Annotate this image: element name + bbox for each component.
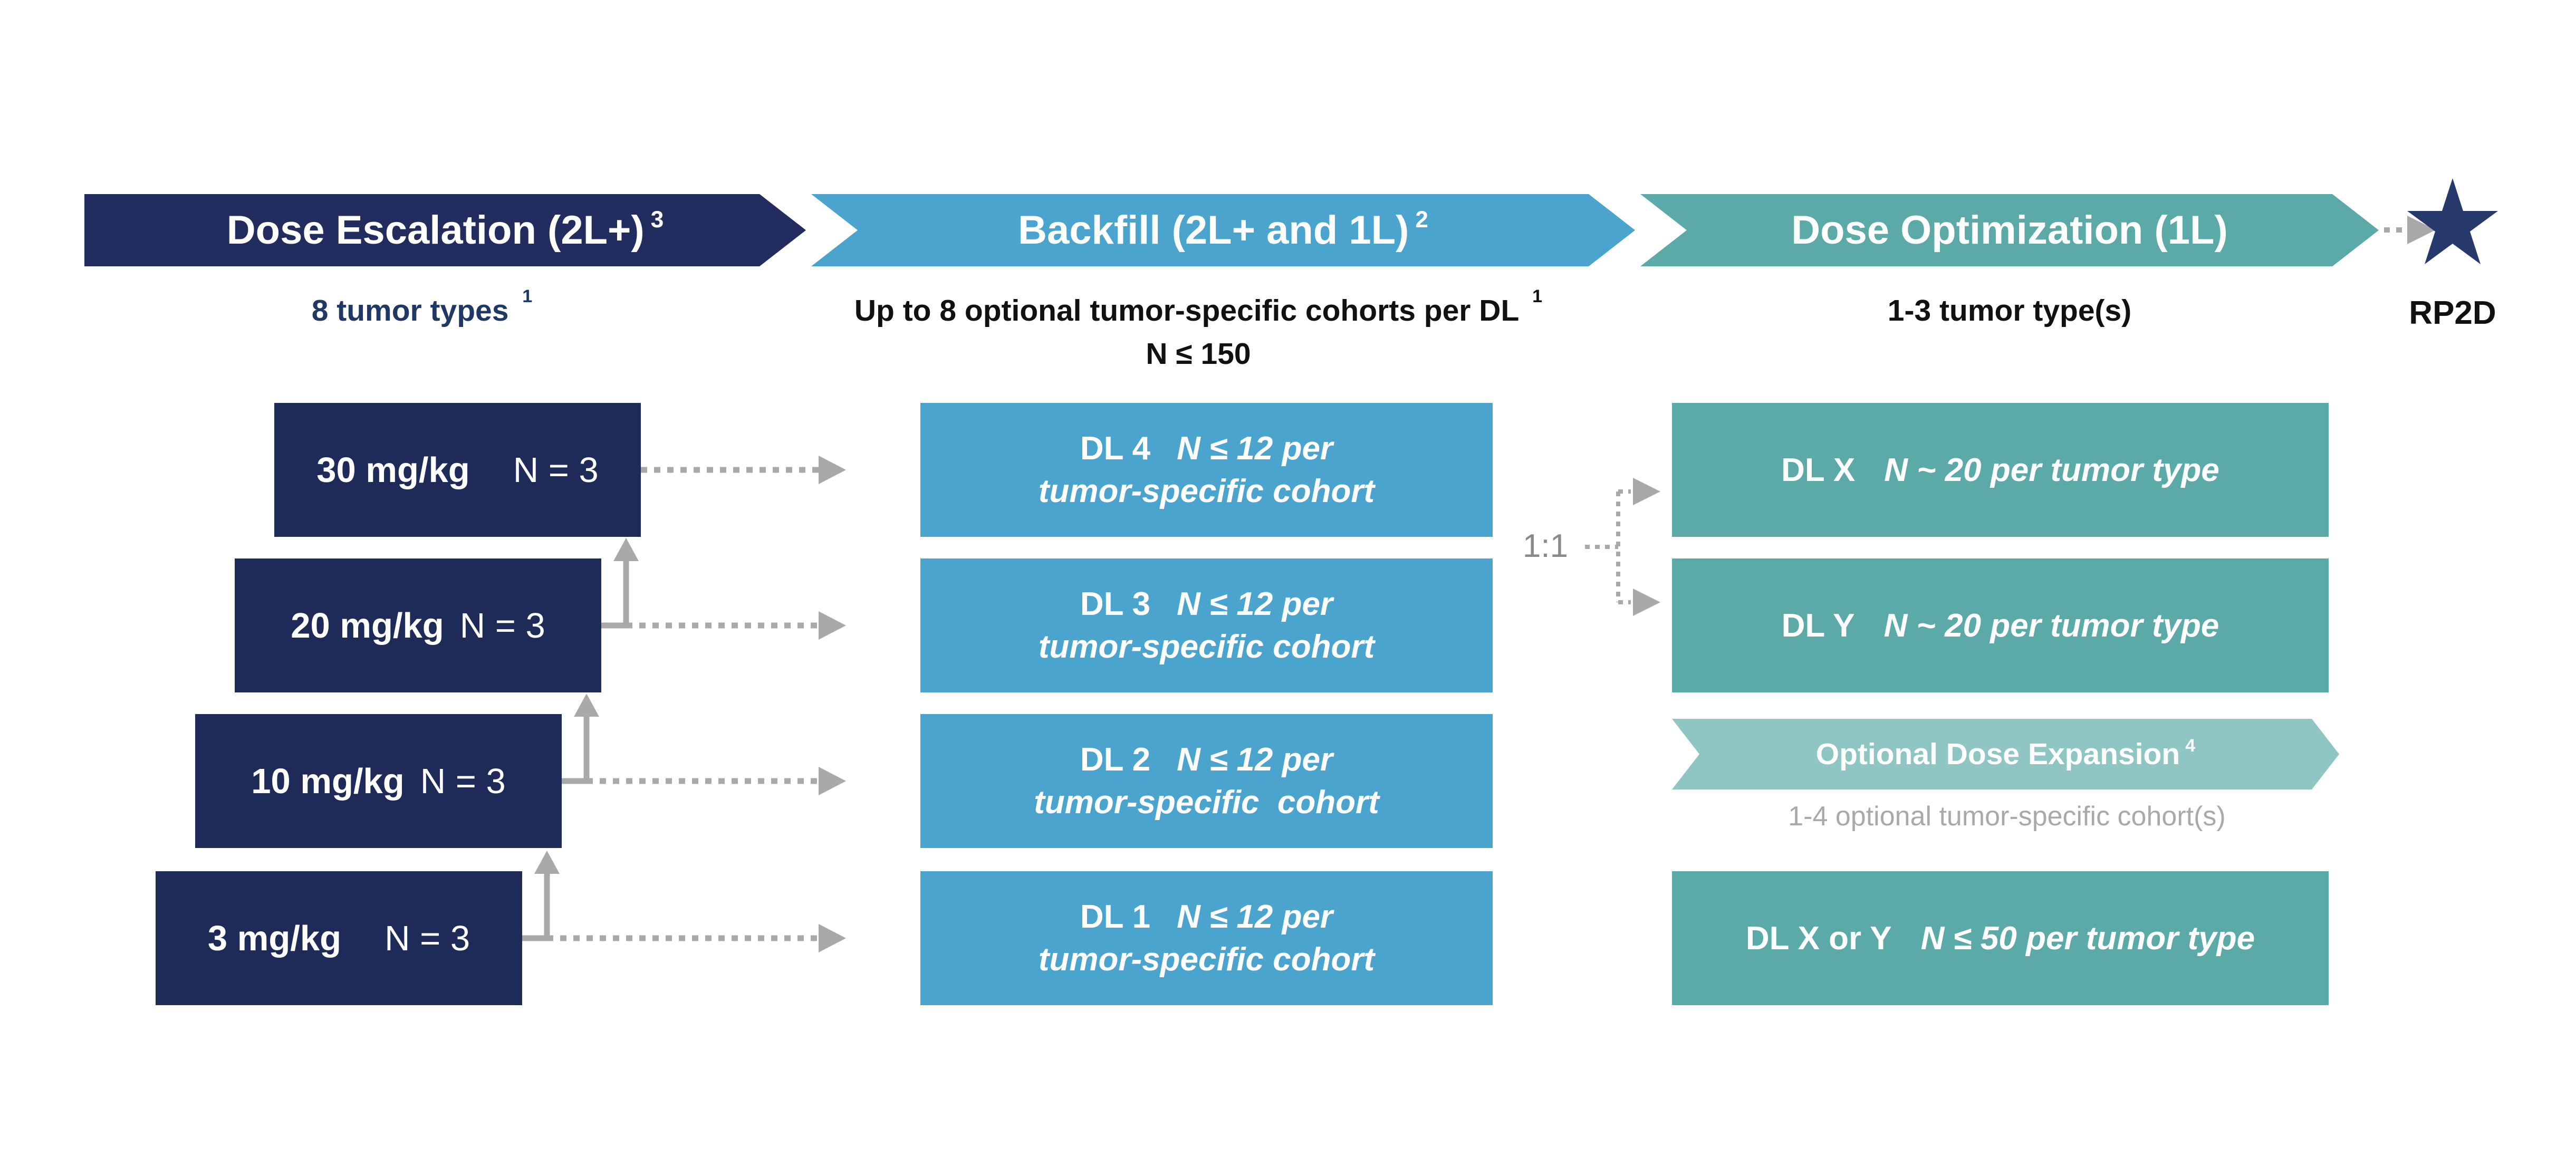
backfill-box-dl3: DL 3 N ≤ 12 per tumor-specific cohort bbox=[920, 558, 1493, 692]
expansion-caption: 1-4 optional tumor-specific cohort(s) bbox=[1788, 801, 2226, 832]
subtitle-backfill-n: N ≤ 150 bbox=[1146, 336, 1251, 371]
subtitle-text: N ≤ 150 bbox=[1146, 337, 1251, 371]
arrowhead-right-icon bbox=[1633, 589, 1660, 616]
phase-banner-dose-escalation: Dose Escalation (2L+) 3 bbox=[84, 194, 806, 266]
cohort-label: tumor-specific cohort bbox=[1038, 473, 1375, 509]
arrowhead-right-icon bbox=[1633, 478, 1660, 505]
dose-box-30mgkg: 30 mg/kg N = 3 bbox=[274, 403, 641, 537]
arrowhead-right-icon bbox=[819, 924, 846, 952]
backfill-box-dl2: DL 2 N ≤ 12 per tumor-specific cohort bbox=[920, 714, 1493, 848]
star-icon bbox=[2407, 178, 2498, 264]
cohort-label: tumor-specific cohort bbox=[1034, 784, 1379, 821]
phase-banner-label: Dose Escalation (2L+) bbox=[226, 208, 645, 253]
n-label: N ≤ 12 per bbox=[1177, 586, 1333, 622]
arrowhead-up-icon bbox=[534, 851, 560, 874]
phase-banner-dose-optimization: Dose Optimization (1L) bbox=[1640, 194, 2379, 266]
n-label: N = 3 bbox=[420, 761, 506, 801]
arrowhead-right-icon bbox=[2407, 216, 2436, 244]
arrowhead-right-icon bbox=[819, 611, 846, 640]
n-label: N = 3 bbox=[513, 450, 599, 490]
n-label: N ~ 20 per tumor type bbox=[1884, 451, 2219, 488]
phase-banner-label: Backfill (2L+ and 1L) bbox=[1018, 208, 1409, 253]
n-label: N ~ 20 per tumor type bbox=[1883, 607, 2219, 644]
arrowhead-right-icon bbox=[819, 767, 846, 795]
footnote-marker: 3 bbox=[650, 206, 664, 233]
footnote-marker: 1 bbox=[522, 286, 533, 306]
optimization-box-dlx-or-y: DL X or Y N ≤ 50 per tumor type bbox=[1672, 871, 2329, 1005]
dose-label: 20 mg/kg bbox=[291, 605, 444, 646]
subtitle-backfill: Up to 8 optional tumor-specific cohorts … bbox=[854, 286, 1542, 328]
dl-label: DL X bbox=[1781, 451, 1856, 488]
dose-box-10mgkg: 10 mg/kg N = 3 bbox=[195, 714, 562, 848]
subtitle-text: Up to 8 optional tumor-specific cohorts … bbox=[854, 294, 1519, 327]
rp2d-label: RP2D bbox=[2409, 295, 2496, 331]
escalation-elbow-3-to-10 bbox=[522, 873, 550, 941]
randomization-ratio-label: 1:1 bbox=[1522, 528, 1569, 564]
n-label: N ≤ 12 per bbox=[1177, 899, 1333, 935]
arrowhead-up-icon bbox=[613, 538, 639, 561]
cohort-label: tumor-specific cohort bbox=[1038, 629, 1375, 665]
backfill-box-dl4: DL 4 N ≤ 12 per tumor-specific cohort bbox=[920, 403, 1493, 537]
arrowhead-up-icon bbox=[574, 693, 599, 717]
n-label: N ≤ 12 per bbox=[1177, 741, 1333, 778]
dl-label: DL 3 bbox=[1080, 586, 1151, 622]
n-label: N ≤ 12 per bbox=[1177, 430, 1333, 467]
optional-dose-expansion-banner: Optional Dose Expansion 4 bbox=[1672, 719, 2339, 789]
subtitle-optimization: 1-3 tumor type(s) bbox=[1888, 293, 2131, 328]
subtitle-text: 1-3 tumor type(s) bbox=[1887, 294, 2132, 327]
footnote-marker: 4 bbox=[2185, 736, 2196, 756]
escalation-elbow-10-to-20 bbox=[562, 716, 590, 784]
dose-label: 3 mg/kg bbox=[207, 918, 342, 958]
footnote-marker: 1 bbox=[1532, 286, 1543, 306]
cohort-label: tumor-specific cohort bbox=[1038, 941, 1375, 978]
backfill-box-dl1: DL 1 N ≤ 12 per tumor-specific cohort bbox=[920, 871, 1493, 1005]
dose-label: 30 mg/kg bbox=[316, 450, 470, 490]
arrowhead-right-icon bbox=[819, 456, 846, 484]
dl-label: DL Y bbox=[1781, 607, 1855, 644]
escalation-elbow-20-to-30 bbox=[601, 560, 629, 629]
dl-label: DL 1 bbox=[1080, 899, 1151, 935]
optimization-box-dlx: DL X N ~ 20 per tumor type bbox=[1672, 403, 2329, 537]
optimization-box-dly: DL Y N ~ 20 per tumor type bbox=[1672, 558, 2329, 692]
n-label: N = 3 bbox=[459, 605, 545, 646]
dose-box-3mgkg: 3 mg/kg N = 3 bbox=[156, 871, 522, 1005]
expansion-label: Optional Dose Expansion bbox=[1815, 737, 2180, 771]
dose-label: 10 mg/kg bbox=[251, 761, 405, 801]
dose-box-20mgkg: 20 mg/kg N = 3 bbox=[235, 558, 601, 692]
footnote-marker: 2 bbox=[1415, 206, 1428, 233]
phase-banner-label: Dose Optimization (1L) bbox=[1791, 208, 2228, 253]
subtitle-escalation: 8 tumor types 1 bbox=[311, 286, 533, 328]
dl-label: DL X or Y bbox=[1745, 920, 1892, 957]
subtitle-text: 8 tumor types bbox=[311, 294, 509, 327]
dl-label: DL 2 bbox=[1080, 741, 1151, 778]
phase-banner-backfill: Backfill (2L+ and 1L) 2 bbox=[811, 194, 1635, 266]
n-label: N ≤ 50 per tumor type bbox=[1920, 920, 2255, 957]
dl-label: DL 4 bbox=[1080, 430, 1151, 467]
n-label: N = 3 bbox=[385, 918, 470, 958]
